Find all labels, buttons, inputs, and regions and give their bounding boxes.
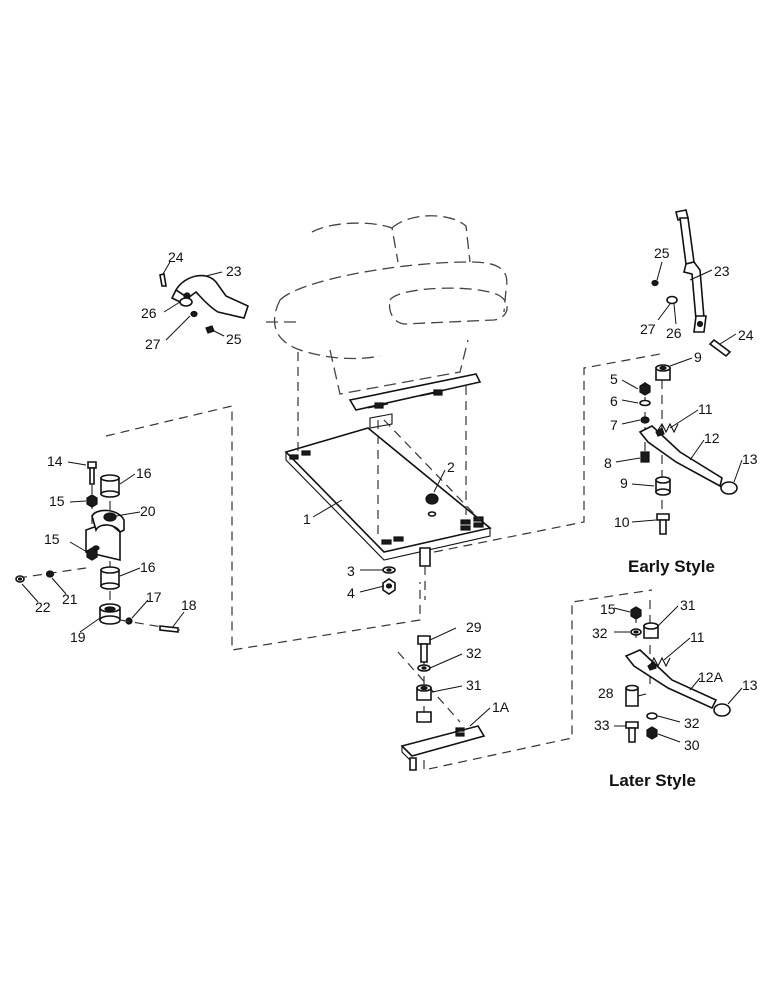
callout-12a: 12A <box>698 669 724 685</box>
callout-12: 12 <box>704 430 720 446</box>
pivot-assembly-later <box>624 606 731 743</box>
seat-alignment-lines <box>297 352 481 600</box>
seat-belt-right <box>651 209 732 358</box>
seat-phantom-outline <box>266 215 508 395</box>
callout-21: 21 <box>62 591 78 607</box>
callout-15-lower: 15 <box>44 531 60 547</box>
callout-6: 6 <box>610 393 618 409</box>
callout-24-right: 24 <box>738 327 754 343</box>
connection-line-left <box>105 405 421 651</box>
callout-31-later: 31 <box>680 597 696 613</box>
callout-labels: 1 2 3 4 24 23 26 27 25 25 23 27 26 24 14… <box>35 245 758 753</box>
stud-washer-nut <box>382 566 396 595</box>
callout-16-top: 16 <box>136 465 152 481</box>
callout-4: 4 <box>347 585 355 601</box>
mounting-plate-1a <box>397 635 486 771</box>
callout-23-right: 23 <box>714 263 730 279</box>
callout-13-later: 13 <box>742 677 758 693</box>
callout-2: 2 <box>447 459 455 475</box>
callout-19: 19 <box>70 629 86 645</box>
callout-15-upper: 15 <box>49 493 65 509</box>
callout-23-left: 23 <box>226 263 242 279</box>
early-style-caption: Early Style <box>628 557 715 576</box>
pivot-assembly-early <box>638 364 738 535</box>
callout-11-early: 11 <box>698 401 713 417</box>
callout-24-left: 24 <box>168 249 184 265</box>
callout-22: 22 <box>35 599 51 615</box>
callout-15-later: 15 <box>600 601 616 617</box>
callout-28: 28 <box>598 685 614 701</box>
callout-8: 8 <box>604 455 612 471</box>
callout-27-right: 27 <box>640 321 656 337</box>
plate-nut <box>425 493 439 517</box>
callout-31-bracket: 31 <box>466 677 482 693</box>
callout-16-bottom: 16 <box>140 559 156 575</box>
callout-29: 29 <box>466 619 482 635</box>
callout-32-bracket: 32 <box>466 645 482 661</box>
callout-leader-lines <box>21 261 743 743</box>
callout-3: 3 <box>347 563 355 579</box>
callout-27-left: 27 <box>145 336 161 352</box>
callout-17: 17 <box>146 589 162 605</box>
seat-slide-rail <box>348 373 482 429</box>
callout-9-top: 9 <box>694 349 702 365</box>
callout-1a: 1A <box>492 699 510 715</box>
seat-mounting-plate <box>284 427 492 567</box>
pivot-assembly-left <box>15 461 181 633</box>
seat-belt-left <box>159 273 249 334</box>
callout-13-early: 13 <box>742 451 758 467</box>
callout-25-right: 25 <box>654 245 670 261</box>
callout-10: 10 <box>614 514 630 530</box>
callout-20: 20 <box>140 503 156 519</box>
callout-18: 18 <box>181 597 197 613</box>
callout-25-left: 25 <box>226 331 242 347</box>
callout-7: 7 <box>610 417 618 433</box>
callout-14: 14 <box>47 453 63 469</box>
callout-30: 30 <box>684 737 700 753</box>
callout-1: 1 <box>303 511 311 527</box>
callout-33: 33 <box>594 717 610 733</box>
callout-26-left: 26 <box>141 305 157 321</box>
callout-32-later-top: 32 <box>592 625 608 641</box>
callout-32-later-bottom: 32 <box>684 715 700 731</box>
callout-26-right: 26 <box>666 325 682 341</box>
callout-9-bottom: 9 <box>620 475 628 491</box>
callout-5: 5 <box>610 371 618 387</box>
later-style-caption: Later Style <box>609 771 696 790</box>
connection-line-early <box>433 353 661 553</box>
callout-11-later: 11 <box>690 629 705 645</box>
